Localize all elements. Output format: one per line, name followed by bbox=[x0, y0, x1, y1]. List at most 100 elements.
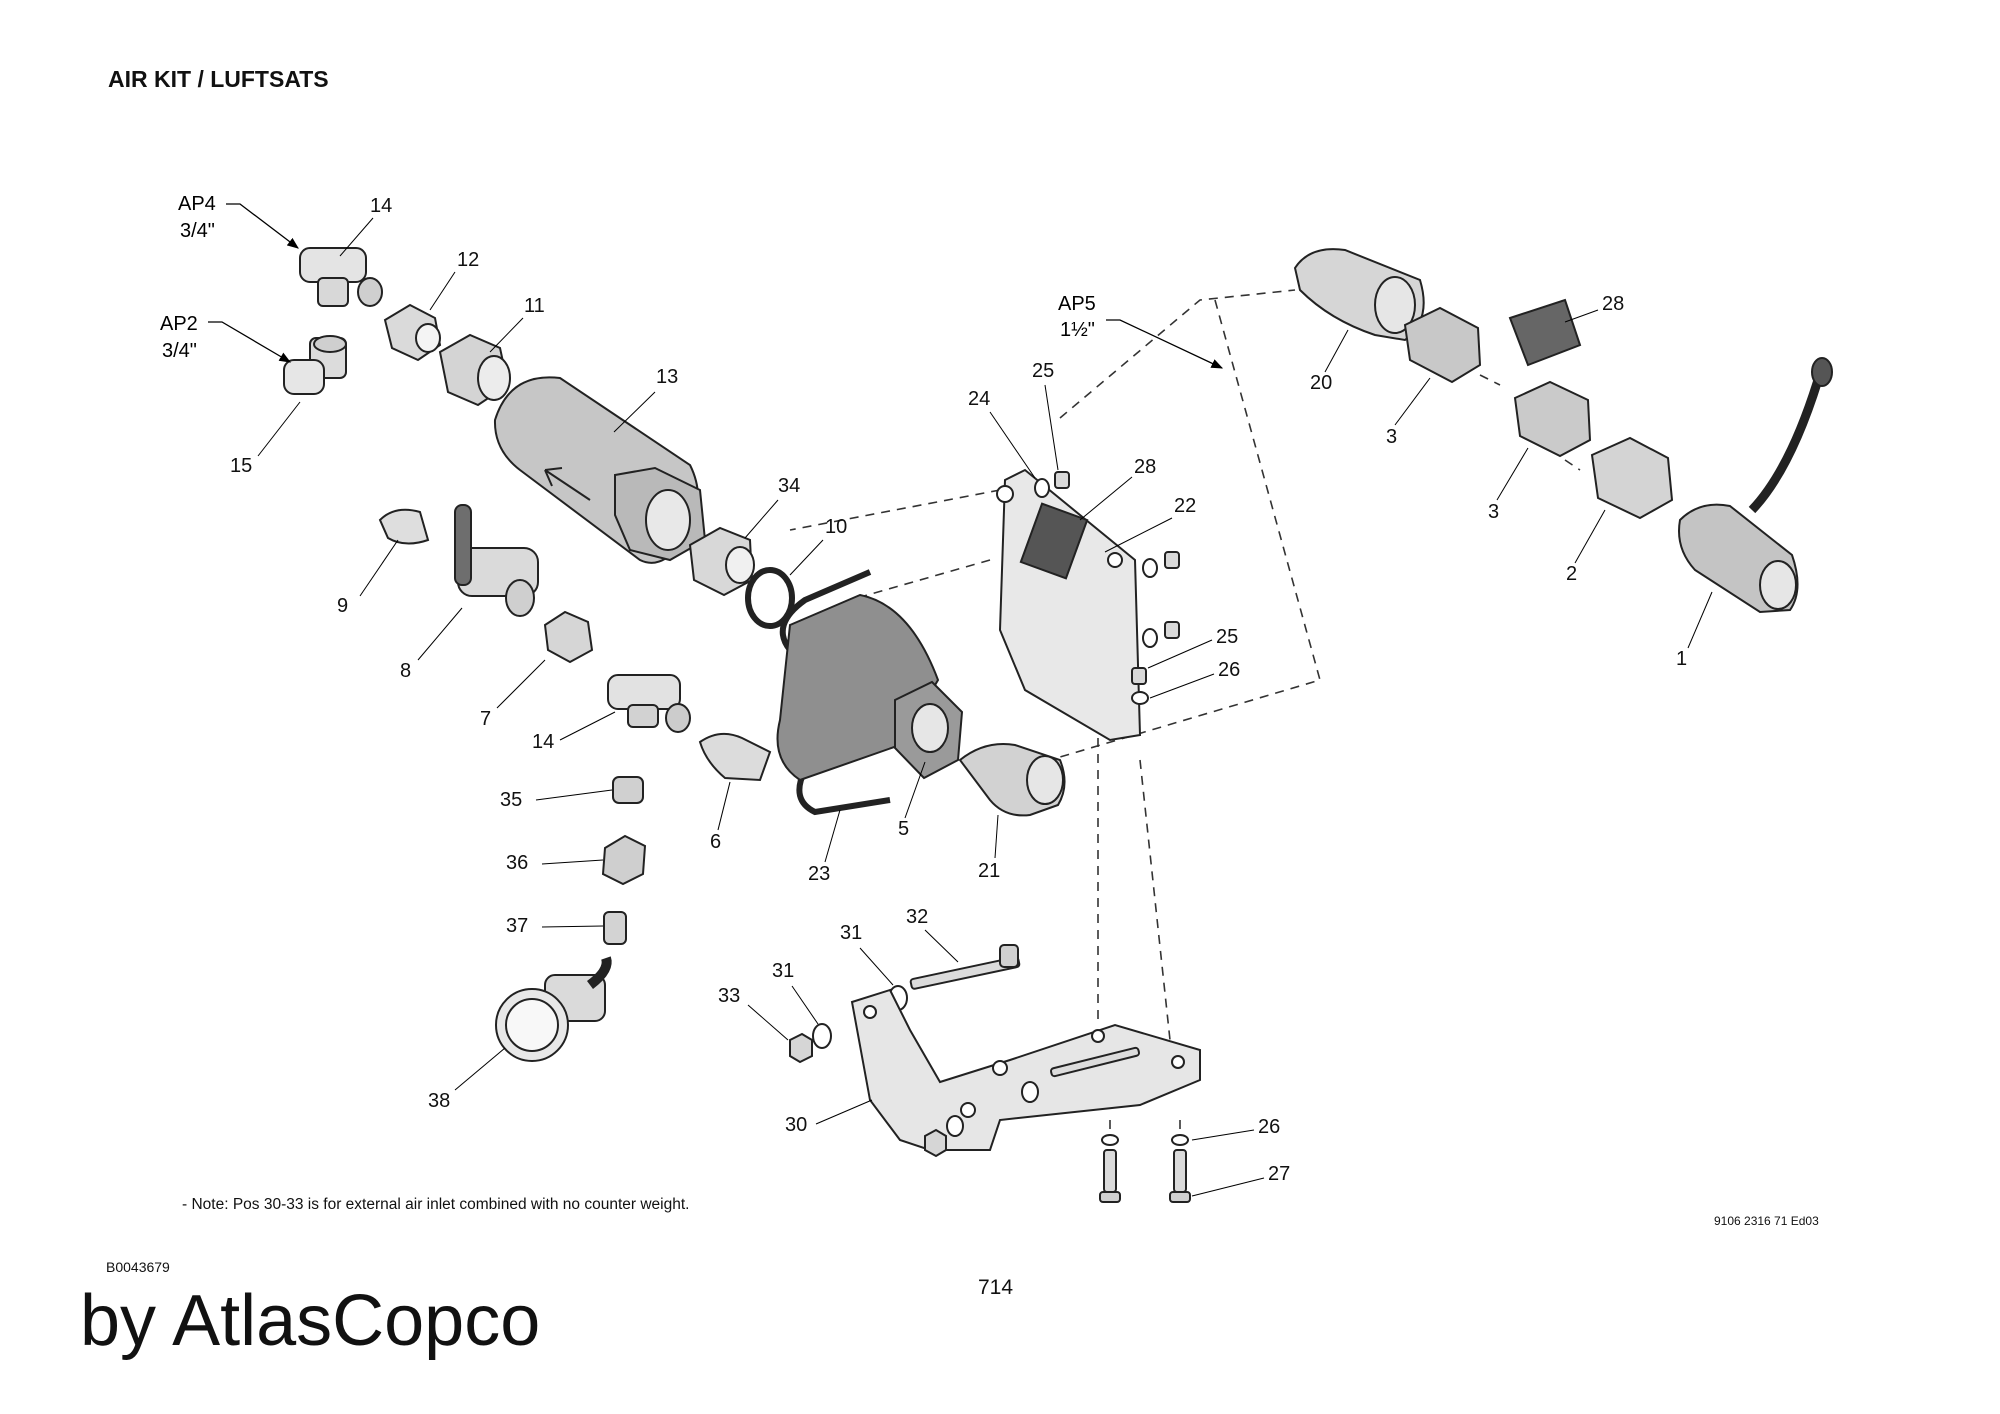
leader-6 bbox=[717, 781, 731, 831]
leader-20 bbox=[1324, 329, 1349, 373]
leader-9 bbox=[359, 539, 399, 597]
leader-37 bbox=[541, 925, 604, 928]
ap4-leader bbox=[226, 203, 299, 249]
leader-2 bbox=[1574, 509, 1606, 564]
ap2-label: AP2 bbox=[160, 313, 198, 335]
leader-31-upper bbox=[859, 947, 894, 986]
callout-32: 32 bbox=[906, 906, 928, 928]
ap5-label: AP5 bbox=[1058, 293, 1096, 315]
leader-38 bbox=[454, 1047, 506, 1091]
leader-7 bbox=[496, 659, 546, 709]
callout-8: 8 bbox=[400, 660, 411, 682]
callout-22: 22 bbox=[1174, 495, 1196, 517]
part-8-valve bbox=[454, 504, 539, 617]
part-35-plug bbox=[612, 776, 644, 804]
part-15-elbow bbox=[283, 335, 347, 395]
document-id: B0043679 bbox=[106, 1259, 170, 1275]
leader-22 bbox=[1104, 517, 1173, 553]
leader-3-upper bbox=[1394, 377, 1431, 426]
leader-34 bbox=[744, 499, 779, 539]
part-33-nut bbox=[789, 1032, 813, 1064]
leader-35 bbox=[535, 789, 613, 801]
leader-26-bottom bbox=[1191, 1129, 1255, 1141]
part-1-ball-valve bbox=[1678, 357, 1833, 614]
callout-6: 6 bbox=[710, 831, 721, 853]
leader-28-right bbox=[1564, 309, 1599, 323]
callout-23: 23 bbox=[808, 863, 830, 885]
ap5-size: 1½" bbox=[1060, 319, 1095, 341]
callout-30: 30 bbox=[785, 1114, 807, 1136]
leader-1 bbox=[1687, 591, 1713, 649]
part-38-gauge bbox=[495, 956, 612, 1062]
callout-34: 34 bbox=[778, 475, 800, 497]
part-32-bolt bbox=[909, 944, 1021, 990]
header-title: AIR KIT / LUFTSATS bbox=[108, 66, 329, 92]
part-washer-right-bracket bbox=[1021, 1081, 1039, 1103]
callout-10: 10 bbox=[825, 516, 847, 538]
part-14-tee-top bbox=[299, 247, 383, 307]
part-6-elbow bbox=[698, 732, 772, 782]
part-28-plate bbox=[1508, 298, 1582, 367]
leader-33 bbox=[747, 1004, 789, 1041]
leader-26-top bbox=[1149, 673, 1215, 699]
leader-11 bbox=[489, 317, 524, 353]
parts bbox=[283, 247, 1833, 1203]
leader-25-bottom bbox=[1147, 639, 1213, 669]
part-24-25-washer-nut bbox=[1034, 471, 1180, 705]
leader-14-mid bbox=[559, 711, 616, 741]
leader-10 bbox=[789, 539, 824, 576]
callout-7: 7 bbox=[480, 708, 491, 730]
part-26-27-bolts bbox=[1099, 1134, 1191, 1203]
leader-15 bbox=[257, 401, 301, 457]
leader-8 bbox=[417, 607, 463, 661]
callout-38: 38 bbox=[428, 1090, 450, 1112]
leader-27 bbox=[1191, 1177, 1265, 1197]
callout-27: 27 bbox=[1268, 1163, 1290, 1185]
leader-21 bbox=[994, 814, 999, 859]
callout-24: 24 bbox=[968, 388, 990, 410]
part-14-tee-middle bbox=[607, 674, 691, 733]
part-2-nipple bbox=[1590, 436, 1674, 520]
callout-13: 13 bbox=[656, 366, 678, 388]
callout-5: 5 bbox=[898, 818, 909, 840]
leader-36 bbox=[541, 859, 604, 865]
leader-24 bbox=[989, 411, 1036, 479]
callout-21: 21 bbox=[978, 860, 1000, 882]
air-point-labels: AP4 3/4" AP2 3/4" AP5 1½" bbox=[160, 193, 1224, 369]
callout-20: 20 bbox=[1310, 372, 1332, 394]
part-3-nipple-lower bbox=[1513, 380, 1592, 458]
leader-31-lower bbox=[791, 985, 819, 1025]
part-34-nipple bbox=[688, 526, 755, 597]
part-10-o-ring bbox=[745, 567, 795, 629]
part-5-separator bbox=[776, 593, 964, 782]
callout-35: 35 bbox=[500, 789, 522, 811]
leader-23 bbox=[824, 809, 841, 863]
callouts: 14 12 11 15 13 34 10 9 8 7 14 35 36 37 3… bbox=[230, 195, 1713, 1197]
part-11-nipple bbox=[438, 333, 511, 407]
callout-3-lower: 3 bbox=[1488, 501, 1499, 523]
part-washer-left-bracket bbox=[946, 1115, 964, 1137]
ap2-size: 3/4" bbox=[162, 340, 197, 362]
callout-2: 2 bbox=[1566, 563, 1577, 585]
leader-32 bbox=[924, 929, 959, 963]
callout-9: 9 bbox=[337, 595, 348, 617]
drawing-number: 9106 2316 71 Ed03 bbox=[1714, 1214, 1819, 1228]
callout-14-mid: 14 bbox=[532, 731, 554, 753]
callout-11: 11 bbox=[524, 295, 545, 317]
callout-26-top: 26 bbox=[1218, 659, 1240, 681]
callout-37: 37 bbox=[506, 915, 528, 937]
part-3-nipple-upper bbox=[1403, 306, 1482, 384]
ap4-size: 3/4" bbox=[180, 220, 215, 242]
page-number: 714 bbox=[978, 1276, 1014, 1299]
part-9-coupling bbox=[378, 508, 430, 545]
part-37-adapter bbox=[603, 911, 627, 945]
part-13-filter bbox=[493, 376, 707, 564]
part-22-mounting-plate bbox=[996, 468, 1142, 742]
callout-14-top: 14 bbox=[370, 195, 392, 217]
part-12-nipple bbox=[383, 303, 442, 362]
callout-15: 15 bbox=[230, 455, 252, 477]
leader-14-top bbox=[339, 217, 374, 257]
ap4-label: AP4 bbox=[178, 193, 216, 215]
callout-28-plate: 28 bbox=[1134, 456, 1156, 478]
callout-31-upper: 31 bbox=[840, 922, 862, 944]
